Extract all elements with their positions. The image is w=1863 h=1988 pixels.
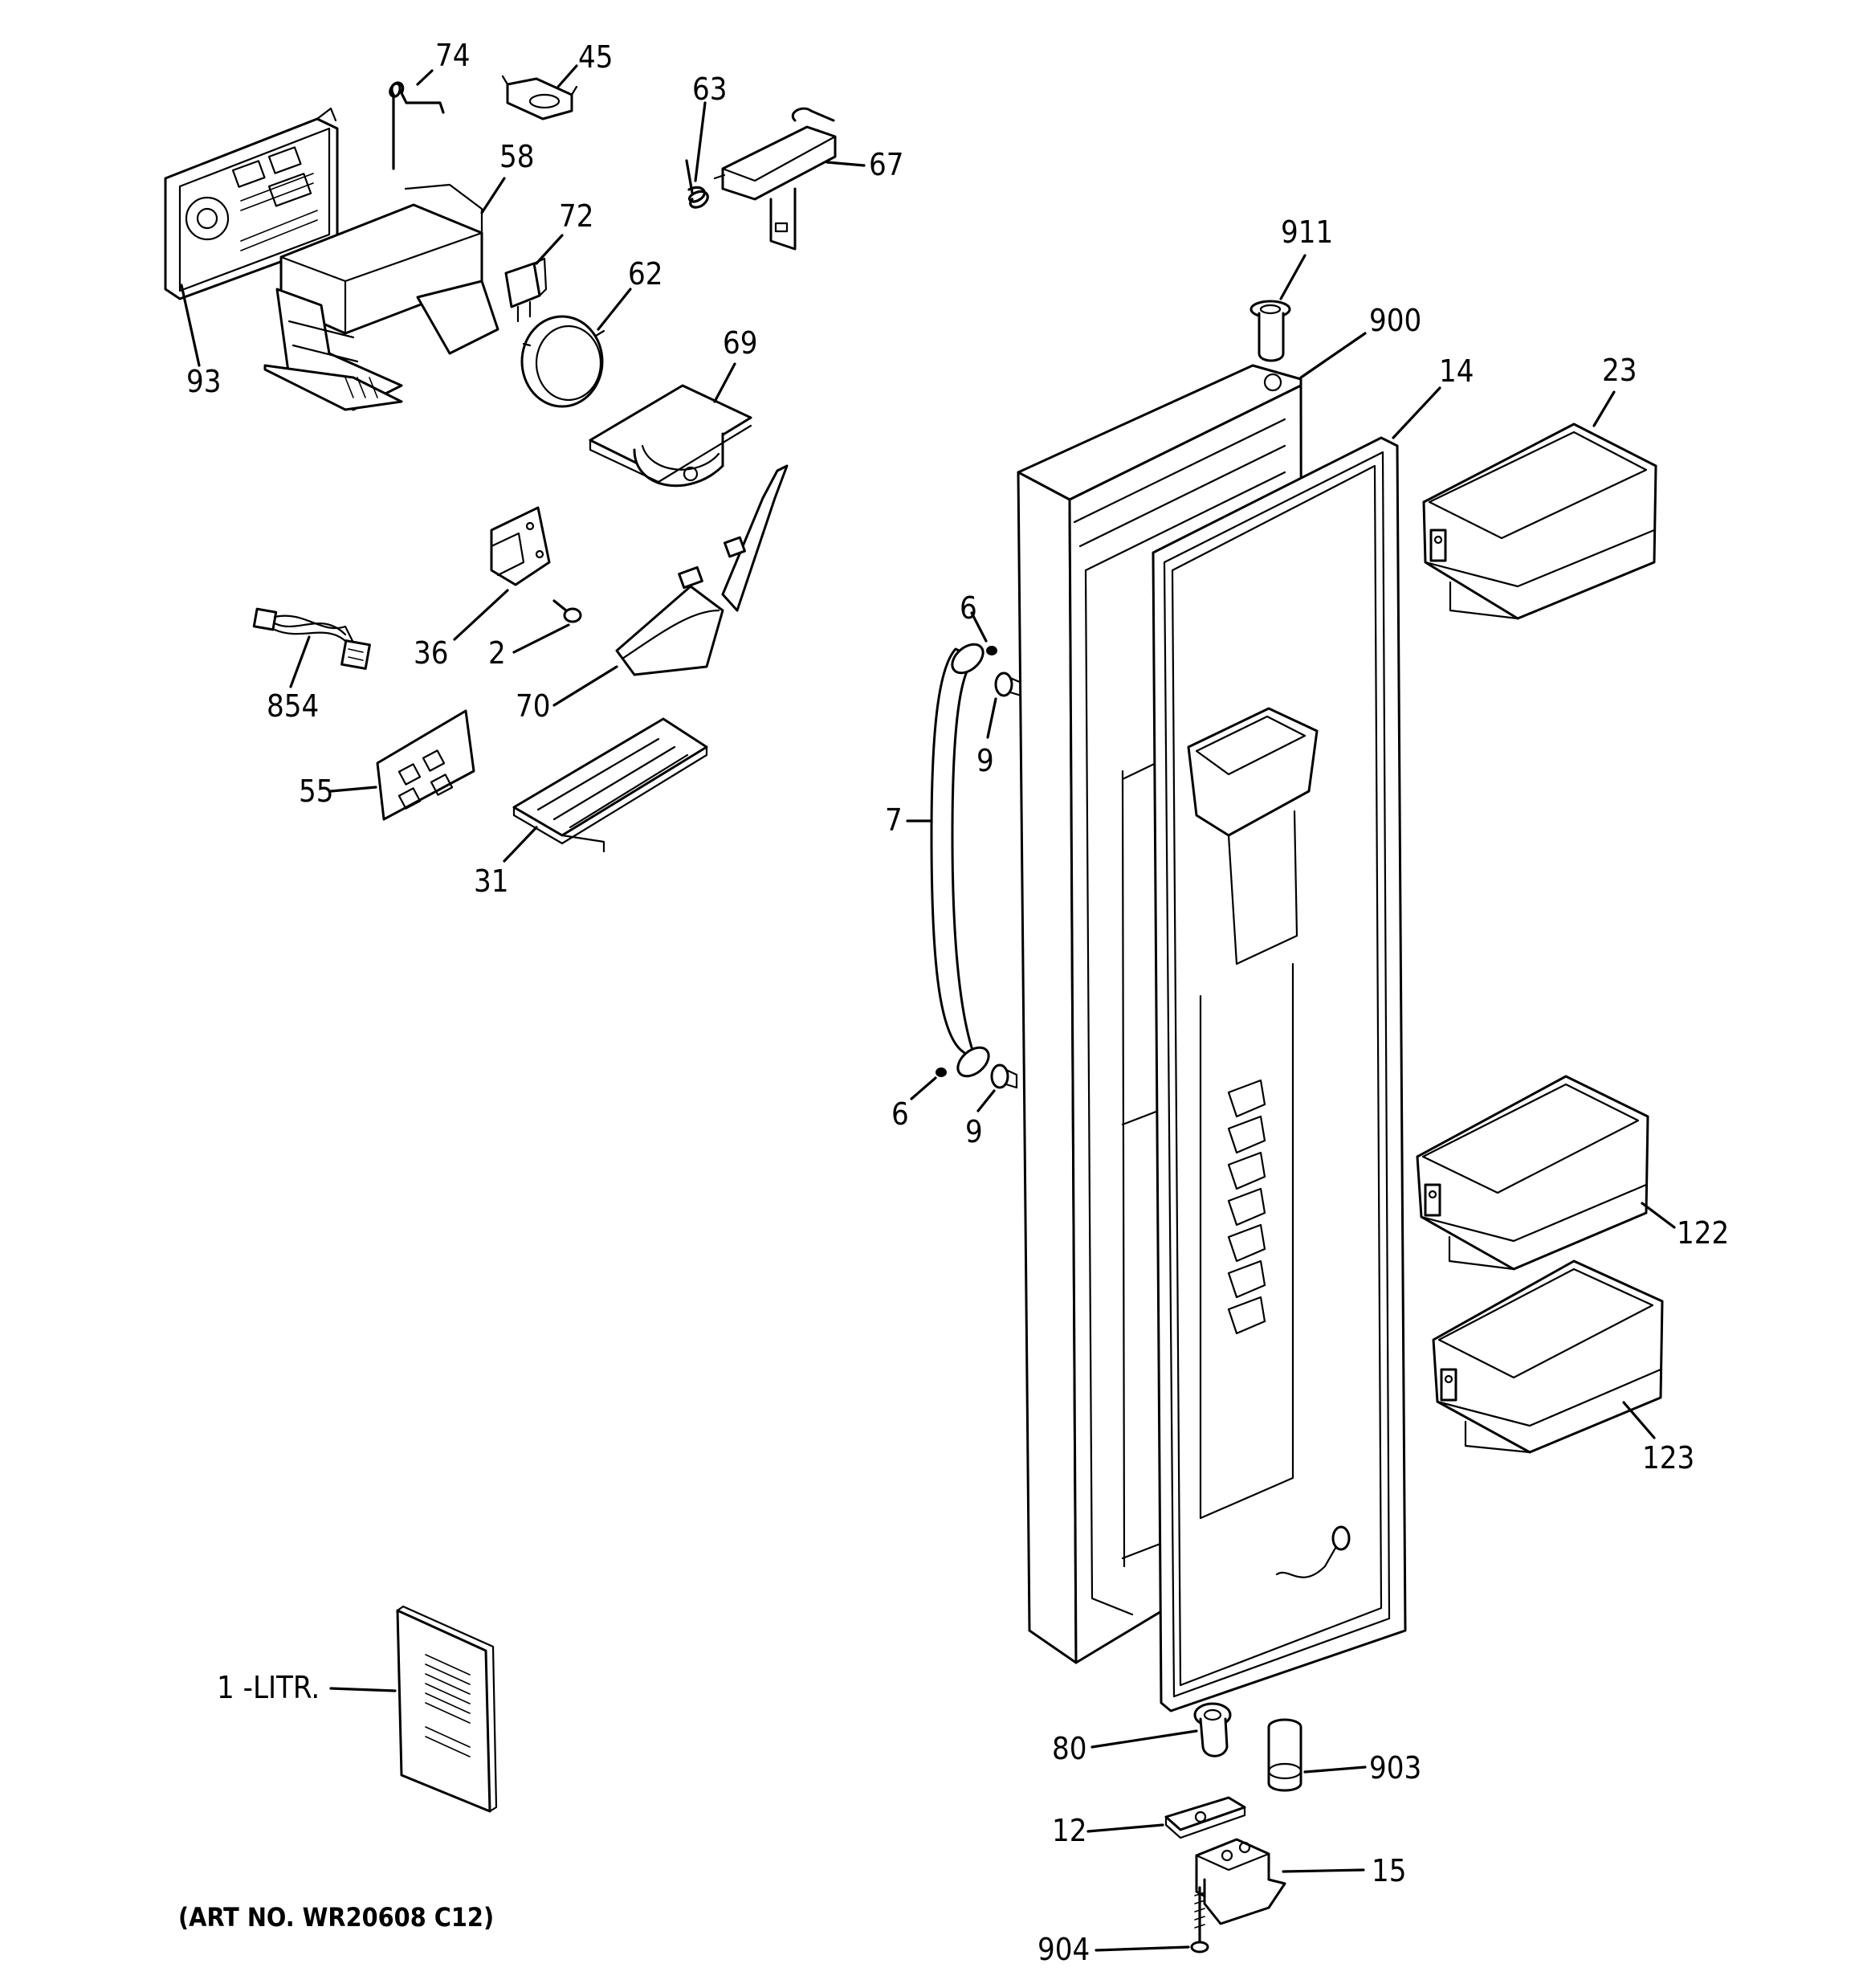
callout-70: 70 [516,688,551,724]
callout-12: 12 [1052,1813,1087,1848]
part-72-switch [504,257,548,323]
part-58-housing [263,183,499,411]
part-9-fastener-upper [994,672,1023,697]
callout-36: 36 [414,635,449,671]
part-55-plate [376,709,475,821]
art-number: (ART NO. WR20608 C12) [178,1902,494,1933]
part-69-funnel [589,384,752,488]
callout-903: 903 [1369,1750,1421,1786]
callout-9-lower: 9 [965,1114,983,1149]
part-7-handle [930,643,990,1078]
callout-23: 23 [1602,353,1637,388]
callout-904: 904 [1037,1932,1090,1967]
part-45-bracket [501,75,578,120]
part-36-bracket [490,506,551,586]
part-904-screw [1190,1886,1209,1953]
part-31-grille [512,717,708,853]
part-12-shim [1164,1796,1246,1839]
callout-93: 93 [186,364,222,399]
callout-15: 15 [1372,1853,1407,1888]
part-9-fastener-lower [990,1063,1018,1089]
callout-2: 2 [488,635,506,671]
part-903-hinge-pin [1267,1718,1302,1792]
part-15-hinge [1195,1838,1286,1925]
callout-74: 74 [435,38,471,73]
leader-lines [180,64,1676,1952]
callout-45: 45 [578,39,614,75]
callout-31: 31 [474,863,509,899]
callout-6-upper: 6 [960,590,977,626]
callout-62: 62 [628,256,663,292]
part-854-wire-harness [252,607,371,670]
part-63-spring [685,159,709,209]
callout-1-litr: 1 -LITR. [217,1670,320,1705]
part-6-screw-upper [986,646,997,655]
callout-labels: 74 45 63 67 58 72 62 93 69 911 900 14 23… [186,38,1729,1967]
part-23-bin [1422,423,1657,620]
part-123-bin [1432,1259,1664,1454]
part-6-screw-lower [936,1067,947,1077]
part-70-chute [615,464,789,676]
callout-854: 854 [267,688,319,724]
callout-911: 911 [1281,214,1333,250]
callout-58: 58 [499,139,535,174]
part-80-bushing [1193,1702,1232,1757]
part-74-spring [389,81,445,170]
part-911-bushing [1249,300,1291,362]
part-2-screw [552,599,582,623]
callout-122: 122 [1677,1215,1729,1251]
callout-63: 63 [692,71,728,107]
callout-80: 80 [1052,1731,1087,1766]
part-122-bin [1416,1075,1649,1271]
part-67-lever [713,107,837,251]
callout-67: 67 [869,147,904,182]
callout-72: 72 [559,198,594,234]
part-14-gasket [1152,436,1407,1712]
callout-14: 14 [1439,353,1474,389]
part-1-litr-manual [396,1605,498,1813]
callout-9-upper: 9 [976,743,994,778]
part-62-ring [520,315,605,408]
callout-7: 7 [885,802,903,838]
callout-55: 55 [299,774,334,809]
callout-900: 900 [1369,303,1421,338]
callout-69: 69 [723,325,758,361]
callout-6-lower: 6 [891,1096,909,1132]
callout-123: 123 [1642,1440,1694,1476]
